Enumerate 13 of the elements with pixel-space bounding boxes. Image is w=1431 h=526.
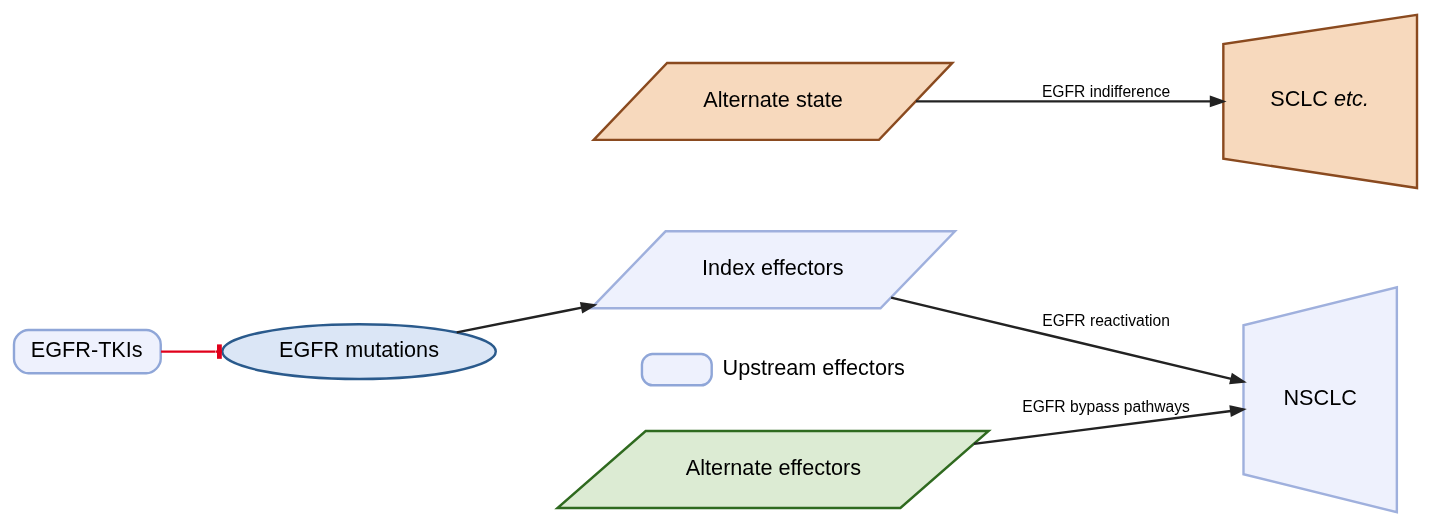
legend-label: Upstream effectors <box>722 354 905 380</box>
edge-label: EGFR indifference <box>1041 82 1171 100</box>
arrow <box>890 296 1247 384</box>
node-ellipse: EGFR mutations <box>221 322 497 380</box>
arrow <box>915 95 1227 107</box>
arrow <box>456 301 598 334</box>
edge-label: EGFR bypass pathways <box>1022 397 1190 415</box>
arrow <box>973 404 1247 445</box>
connector <box>161 343 222 359</box>
node-box: SCLC etc. <box>1222 12 1419 189</box>
node-box: NSCLC <box>1242 285 1399 514</box>
edge-label: EGFR reactivation <box>1042 311 1170 329</box>
node-box: EGFR-TKIs <box>12 328 162 374</box>
